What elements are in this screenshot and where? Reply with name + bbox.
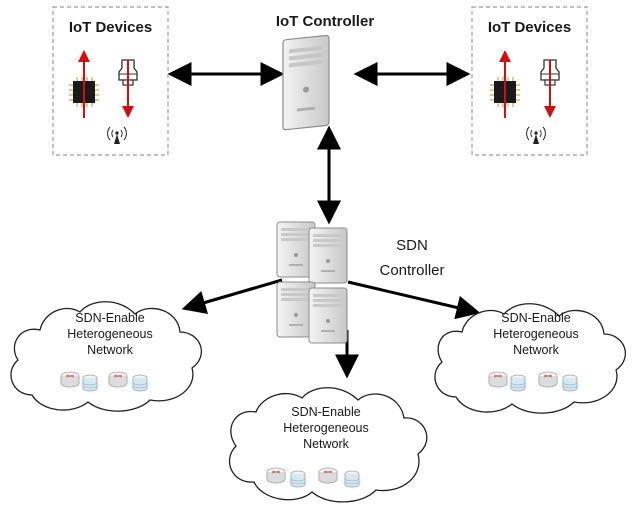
router-icon (314, 467, 342, 487)
network-label-line2: Heterogeneous (493, 327, 578, 341)
network-cloud-right: SDN-Enable Heterogeneous Network (434, 303, 626, 414)
red-down-arrow-icon (544, 60, 556, 118)
iot-controller-title: IoT Controller (276, 13, 374, 30)
network-label-line1: SDN-Enable (75, 311, 145, 325)
iot-devices-title: IoT Devices (69, 19, 152, 36)
network-label-line1: SDN-Enable (501, 311, 571, 325)
router-icon (262, 467, 290, 487)
network-label-line2: Heterogeneous (283, 421, 368, 435)
iot-controller-server-icon (282, 34, 330, 131)
red-up-arrow-icon (499, 50, 511, 118)
network-cloud-left: SDN-Enable Heterogeneous Network (10, 301, 202, 412)
red-up-arrow-icon (78, 50, 90, 118)
router-icon (104, 371, 132, 391)
network-label-line3: Network (513, 343, 560, 357)
red-down-arrow-icon (122, 60, 134, 118)
network-label-line2: Heterogeneous (67, 327, 152, 341)
sdn-controller: SDN Controller (276, 221, 445, 344)
sdn-controller-label-line1: SDN (396, 237, 428, 254)
network-cloud-bottom: SDN-Enable Heterogeneous Network (228, 387, 428, 503)
network-label-line1: SDN-Enable (291, 405, 361, 419)
iot-devices-left: IoT Devices (52, 6, 169, 156)
device-box-border (471, 6, 588, 156)
device-box-border (52, 6, 169, 156)
sdn-controller-label-line2: Controller (379, 262, 444, 279)
arrow-sdn-to-right-network (347, 280, 481, 320)
router-icon (534, 371, 562, 391)
iot-devices-title: IoT Devices (488, 19, 571, 36)
network-label-line3: Network (303, 437, 350, 451)
iot-controller: IoT Controller (276, 13, 374, 131)
iot-devices-right: IoT Devices (471, 6, 588, 156)
sdn-controller-server-cluster-icon (276, 221, 348, 344)
arrow-sdn-to-left-network (181, 278, 283, 315)
network-label-line3: Network (87, 343, 134, 357)
